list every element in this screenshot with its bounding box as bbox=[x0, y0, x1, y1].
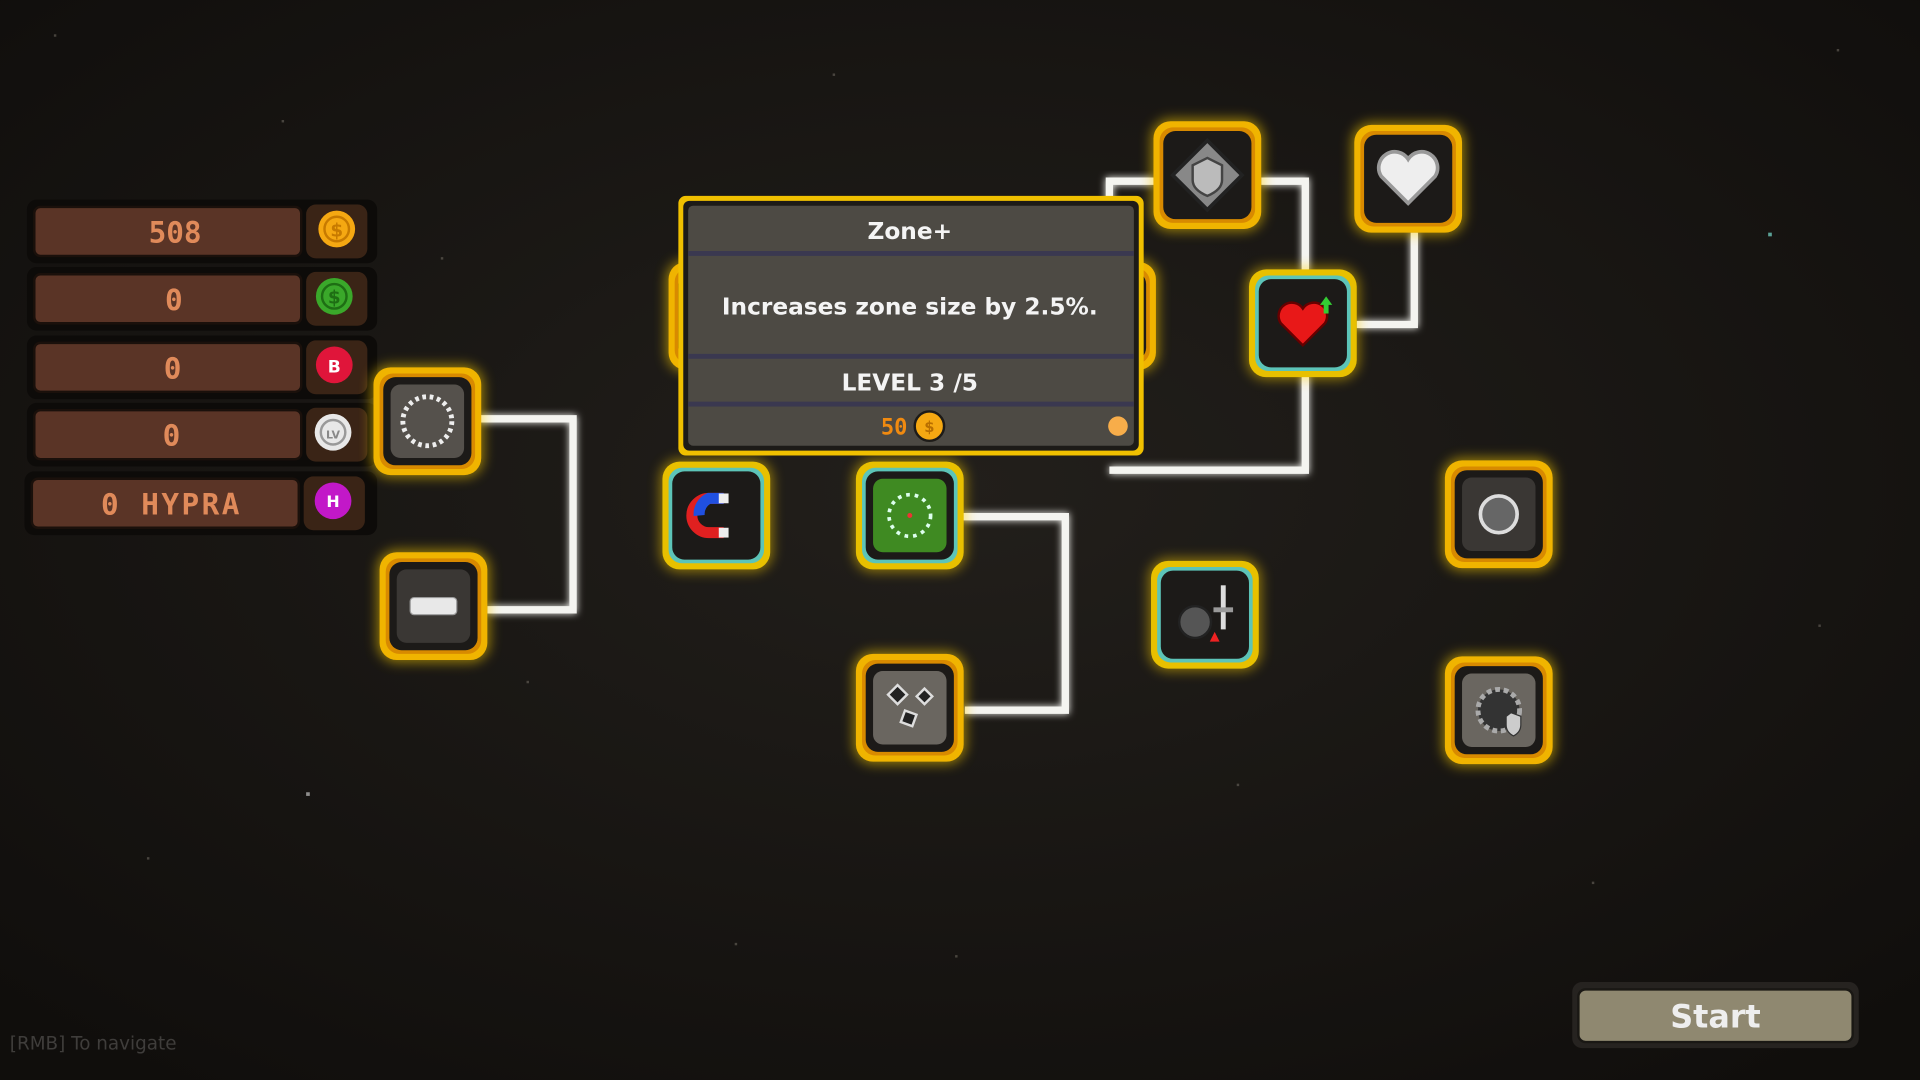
start-button[interactable]: Start bbox=[1572, 982, 1859, 1049]
red-b-coin-icon: B bbox=[315, 346, 353, 384]
rocks-icon bbox=[886, 683, 935, 728]
hypra-amount: 0 HYPRA bbox=[101, 487, 242, 521]
navigate-hint: [RMB] To navigate bbox=[10, 1033, 177, 1054]
tooltip-cost: 50 bbox=[881, 416, 908, 441]
resource-row-hypra: 0 HYPRA H bbox=[24, 471, 378, 536]
green-amount: 0 bbox=[165, 283, 183, 317]
zone-circle-icon bbox=[887, 492, 933, 539]
node-zone-plus[interactable] bbox=[853, 459, 966, 572]
tooltip-description: Increases zone size by 2.5%. bbox=[722, 294, 1098, 321]
tooltip-title: Zone+ bbox=[867, 218, 952, 245]
level-indicator-dot bbox=[1108, 416, 1128, 436]
dotted-circle-icon bbox=[400, 394, 455, 449]
svg-text:B: B bbox=[328, 357, 341, 377]
node-ring[interactable] bbox=[1442, 458, 1555, 571]
tree-connections bbox=[480, 177, 1448, 714]
node-rocks[interactable] bbox=[853, 651, 966, 764]
gear-shield-icon bbox=[1475, 686, 1523, 737]
tooltip-level: LEVEL 3 /5 bbox=[842, 370, 978, 397]
b-amount: 0 bbox=[164, 351, 182, 385]
shield-diamond-icon bbox=[1170, 137, 1245, 213]
resource-panel: 508 $ 0 $ 0 B 0 LV 0 HYPRA H bbox=[24, 199, 378, 536]
bar-icon bbox=[409, 596, 458, 616]
node-gear-shield[interactable] bbox=[1442, 654, 1555, 767]
node-health-up[interactable] bbox=[1247, 267, 1360, 380]
resource-row-lv: 0 LV bbox=[26, 402, 378, 467]
node-bomb-sword[interactable] bbox=[1149, 558, 1262, 671]
svg-text:$: $ bbox=[328, 288, 341, 309]
upgrade-tooltip: Zone+ Increases zone size by 2.5%. LEVEL… bbox=[678, 195, 1144, 456]
lv-amount: 0 bbox=[163, 419, 181, 453]
magnet-icon bbox=[686, 492, 729, 539]
resource-row-b: 0 B bbox=[26, 335, 378, 400]
resource-row-gold: 508 $ bbox=[26, 199, 378, 264]
node-magnet[interactable] bbox=[660, 459, 773, 572]
ring-icon bbox=[1478, 494, 1519, 535]
gold-coin-icon: $ bbox=[913, 410, 946, 443]
svg-text:$: $ bbox=[924, 419, 934, 436]
hypra-coin-icon: H bbox=[314, 482, 352, 520]
armored-heart-icon bbox=[1376, 149, 1440, 206]
svg-text:$: $ bbox=[330, 220, 343, 241]
green-coin-icon: $ bbox=[315, 277, 353, 315]
resource-row-green: 0 $ bbox=[26, 266, 378, 331]
svg-text:LV: LV bbox=[326, 428, 341, 441]
heart-up-icon bbox=[1277, 296, 1333, 348]
bomb-sword-icon bbox=[1177, 585, 1234, 642]
node-shield[interactable] bbox=[1151, 119, 1264, 232]
svg-text:H: H bbox=[326, 492, 339, 511]
gold-amount: 508 bbox=[149, 215, 202, 249]
gold-coin-icon: $ bbox=[318, 210, 356, 248]
node-zone-dots[interactable] bbox=[371, 365, 484, 478]
start-button-label: Start bbox=[1670, 997, 1761, 1035]
node-bar[interactable] bbox=[377, 550, 490, 663]
node-heart-armor[interactable] bbox=[1352, 122, 1465, 235]
lv-coin-icon: LV bbox=[314, 413, 352, 451]
